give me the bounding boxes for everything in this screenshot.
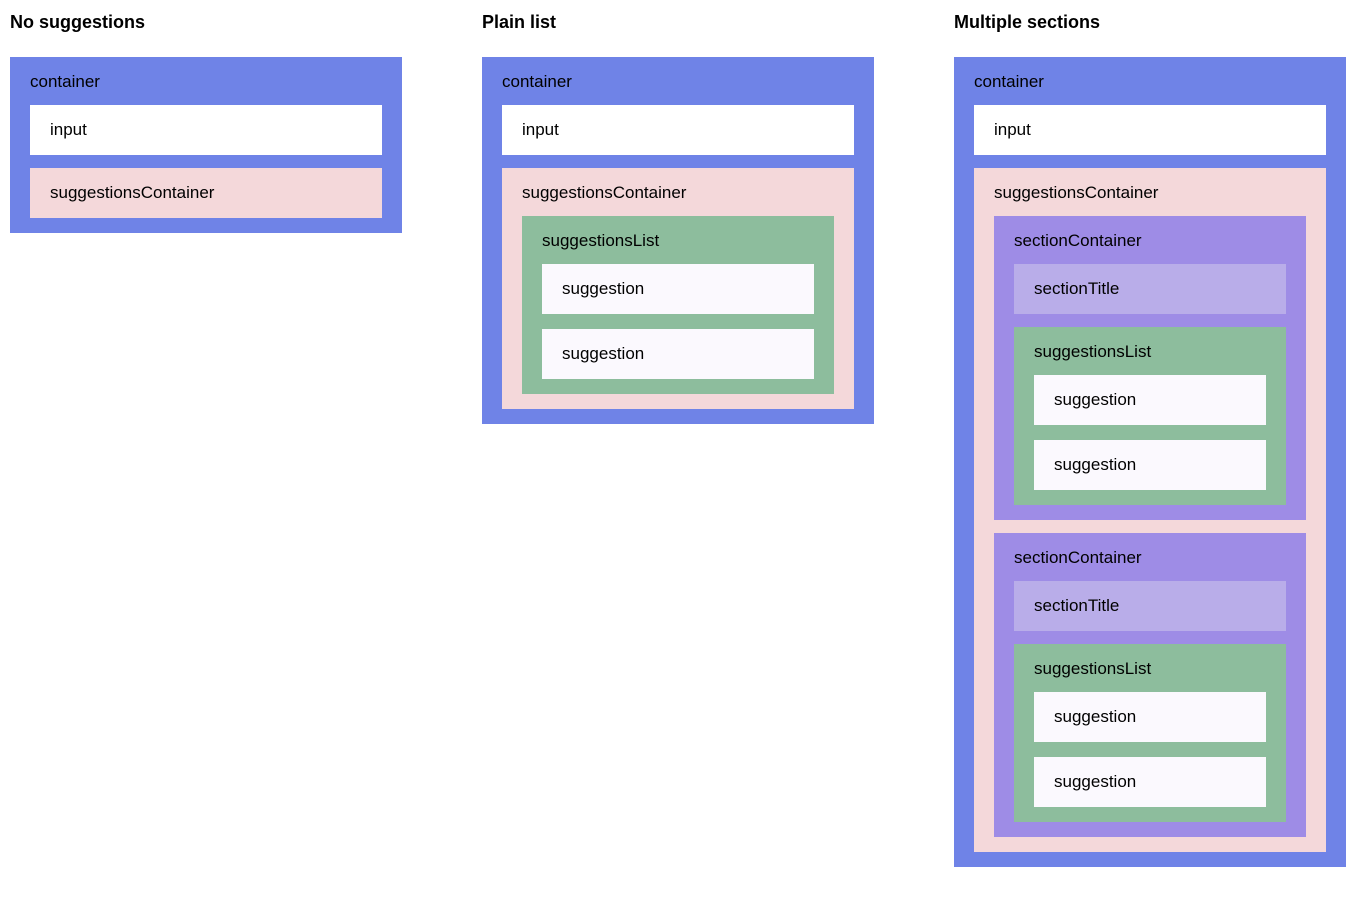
column-heading-plain-list: Plain list [482,12,557,32]
section-title-label: sectionTitle [1034,596,1120,615]
suggestion-item: suggestion [1034,440,1266,490]
suggestion-label: suggestion [562,279,645,298]
column-plain-list: Plain list container input suggestionsCo… [482,10,874,424]
suggestions-list-label: suggestionsList [1034,342,1152,361]
suggestions-list-label: suggestionsList [542,231,660,250]
suggestions-container-box: suggestionsContainer suggestionsList sug… [502,168,854,409]
input-box: input [502,105,854,155]
input-label: input [994,120,1031,139]
columns-row: No suggestions container input suggestio… [10,10,1346,867]
suggestion-label: suggestion [1054,390,1137,409]
suggestions-list-label: suggestionsList [1034,659,1152,678]
suggestion-label: suggestion [1054,772,1137,791]
section-container-label: sectionContainer [1014,231,1142,250]
suggestions-container-label: suggestionsContainer [50,183,215,202]
column-no-suggestions: No suggestions container input suggestio… [10,10,402,233]
container-box: container input suggestionsContainer sug… [482,57,874,424]
section-container-box: sectionContainer sectionTitle suggestion… [994,216,1306,520]
container-box: container input suggestionsContainer sec… [954,57,1346,867]
section-container-label: sectionContainer [1014,548,1142,567]
suggestions-container-box: suggestionsContainer sectionContainer se… [974,168,1326,852]
suggestion-item: suggestion [1034,692,1266,742]
input-box: input [30,105,382,155]
suggestions-list-box: suggestionsList suggestion suggestion [522,216,834,394]
container-label: container [974,72,1044,91]
input-label: input [522,120,559,139]
suggestion-item: suggestion [1034,375,1266,425]
column-heading-multiple-sections: Multiple sections [954,12,1101,32]
column-multiple-sections: Multiple sections container input sugges… [954,10,1346,867]
container-box: container input suggestionsContainer [10,57,402,233]
suggestions-container-label: suggestionsContainer [522,183,687,202]
suggestions-container-box: suggestionsContainer [30,168,382,218]
suggestion-item: suggestion [542,329,814,379]
input-label: input [50,120,87,139]
suggestion-label: suggestion [1054,707,1137,726]
input-box: input [974,105,1326,155]
suggestions-container-label: suggestionsContainer [994,183,1159,202]
suggestion-label: suggestion [1054,455,1137,474]
container-label: container [30,72,100,91]
section-title-box: sectionTitle [1014,581,1286,631]
container-label: container [502,72,572,91]
section-container-box: sectionContainer sectionTitle suggestion… [994,533,1306,837]
suggestions-list-box: suggestionsList suggestion suggestion [1014,327,1286,505]
suggestion-item: suggestion [1034,757,1266,807]
suggestions-list-box: suggestionsList suggestion suggestion [1014,644,1286,822]
suggestion-label: suggestion [562,344,645,363]
section-title-label: sectionTitle [1034,279,1120,298]
column-heading-no-suggestions: No suggestions [10,12,146,32]
section-title-box: sectionTitle [1014,264,1286,314]
suggestion-item: suggestion [542,264,814,314]
